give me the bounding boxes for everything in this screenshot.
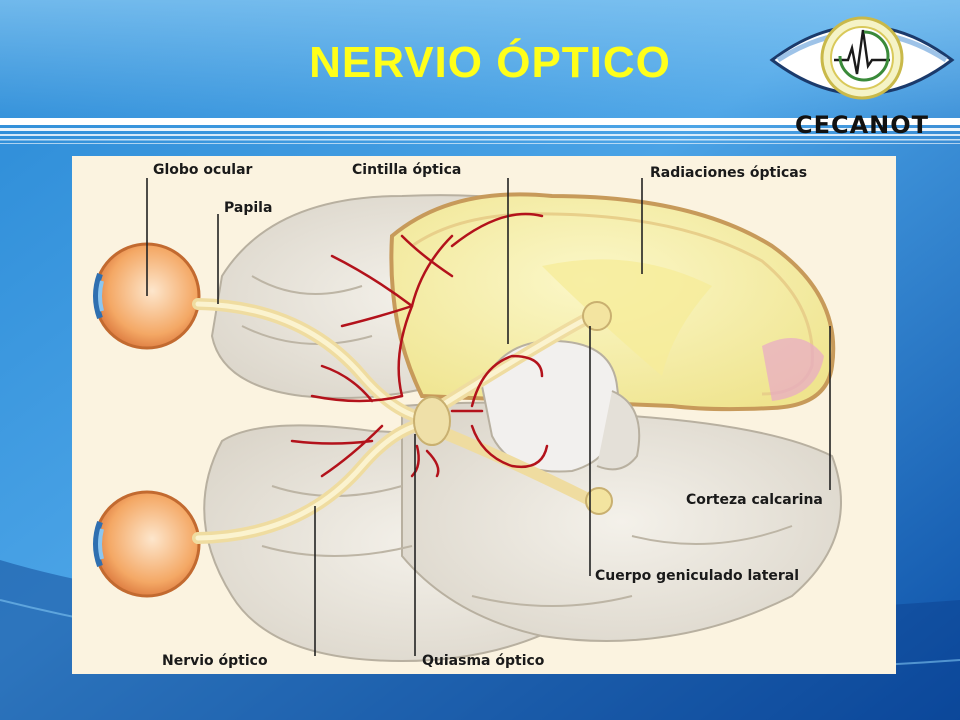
slide-title: NERVIO ÓPTICO bbox=[309, 38, 671, 87]
lateral-geniculate-body-bottom bbox=[585, 487, 613, 515]
label-corteza-calcarina: Corteza calcarina bbox=[686, 492, 823, 508]
header-stripes bbox=[0, 118, 960, 144]
logo-text: CECANOT bbox=[794, 111, 930, 139]
blood-vessels bbox=[290, 212, 549, 478]
cortex-section bbox=[389, 192, 836, 412]
optic-pathway-illustration bbox=[93, 178, 842, 663]
optic-pathway-figure: Globo ocular Papila Cintilla óptica Radi… bbox=[72, 156, 896, 674]
label-radiaciones-opticas: Radiaciones ópticas bbox=[650, 165, 808, 181]
eye-ecg-logo-icon bbox=[769, 16, 955, 100]
label-papila: Papila bbox=[224, 200, 273, 216]
label-cuerpo-geniculado-lateral: Cuerpo geniculado lateral bbox=[595, 568, 800, 584]
lateral-geniculate-body-top bbox=[582, 301, 612, 331]
leader-lines bbox=[146, 178, 831, 656]
optic-chiasm bbox=[413, 396, 451, 446]
left-eye-bottom bbox=[93, 490, 201, 598]
label-quiasma-optico: Quiasma óptico bbox=[422, 653, 545, 669]
label-nervio-optico: Nervio óptico bbox=[162, 653, 268, 669]
label-globo-ocular: Globo ocular bbox=[153, 162, 253, 178]
label-cintilla-optica: Cintilla óptica bbox=[352, 162, 462, 178]
